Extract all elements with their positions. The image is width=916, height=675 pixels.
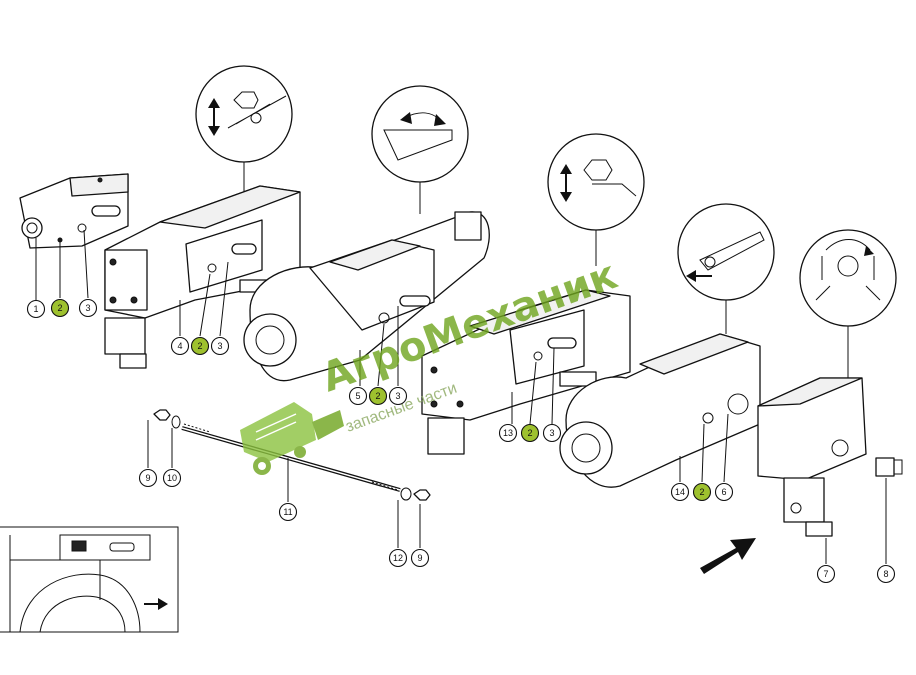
pressure-control-block: [757, 377, 867, 537]
callout-11: 11: [278, 502, 298, 522]
callout-circle: [388, 548, 408, 568]
callout-number: 3: [217, 341, 222, 351]
callout-circle: [876, 564, 896, 584]
nut-right: [400, 487, 431, 501]
callout-8: 8: [876, 564, 896, 584]
callout-10: 10: [162, 468, 182, 488]
magnifier-header: [799, 229, 897, 378]
callout-number: 7: [823, 569, 828, 579]
callout-number: 3: [395, 391, 400, 401]
fitting-8: [875, 457, 903, 477]
callout-circle: [388, 386, 408, 406]
callout-9: 9: [410, 548, 430, 568]
callout-number: 10: [167, 473, 177, 483]
callout-circle: [278, 502, 298, 522]
valve-section-3: [421, 289, 631, 455]
callout-number: 8: [883, 569, 888, 579]
direction-arrow-icon: [686, 270, 712, 282]
callout-6: 6: [714, 482, 734, 502]
nut-left: [153, 409, 181, 429]
callout-circle: [410, 548, 430, 568]
magnifier-tilt: [677, 203, 775, 334]
callout-circle: [498, 423, 518, 443]
callout-number: 6: [721, 487, 726, 497]
callout-circle: [542, 423, 562, 443]
callout-9: 9: [138, 468, 158, 488]
callout-number: 2: [375, 391, 380, 401]
callout-circle: [368, 386, 388, 406]
callout-circle: [692, 482, 712, 502]
callout-13: 13: [498, 423, 518, 443]
callout-2: 2: [520, 423, 540, 443]
swing-arrow-icon: [400, 112, 446, 126]
magnifier-lift: [195, 65, 293, 192]
callout-circle: [170, 336, 190, 356]
callout-2: 2: [50, 298, 70, 318]
callout-7: 7: [816, 564, 836, 584]
callout-number: 2: [57, 303, 62, 313]
forward-direction-arrow-icon: [700, 538, 756, 574]
leader-lines: [35, 229, 887, 564]
callout-2: 2: [368, 386, 388, 406]
callout-2: 2: [190, 336, 210, 356]
callout-number: 2: [527, 428, 532, 438]
callout-number: 12: [393, 553, 403, 563]
callout-circle: [520, 423, 540, 443]
callout-number: 4: [177, 341, 182, 351]
callout-number: 11: [283, 507, 292, 517]
callout-circle: [26, 299, 46, 319]
callout-14: 14: [670, 482, 690, 502]
magnifier-drawbar: [547, 133, 645, 266]
callout-circle: [816, 564, 836, 584]
callout-circle: [714, 482, 734, 502]
up-down-arrow-icon: [208, 98, 220, 136]
callout-12: 12: [388, 548, 408, 568]
callout-4: 4: [170, 336, 190, 356]
callout-circle: [78, 298, 98, 318]
callout-number: 9: [417, 553, 422, 563]
tie-bolt: [181, 423, 401, 492]
callout-number: 9: [145, 473, 150, 483]
callout-3: 3: [388, 386, 408, 406]
callout-circle: [162, 468, 182, 488]
callout-2: 2: [692, 482, 712, 502]
callout-5: 5: [348, 386, 368, 406]
callout-circle: [210, 336, 230, 356]
callout-number: 13: [503, 428, 513, 438]
callout-circle: [348, 386, 368, 406]
magnifier-swing: [371, 85, 469, 214]
callout-number: 2: [699, 487, 704, 497]
callout-circle: [138, 468, 158, 488]
combine-logo: [240, 402, 344, 475]
callout-3: 3: [78, 298, 98, 318]
callout-1: 1: [26, 299, 46, 319]
callout-circle: [190, 336, 210, 356]
valve-section-4: [559, 333, 761, 488]
callout-number: 2: [197, 341, 202, 351]
callout-number: 3: [85, 303, 90, 313]
valve-section-1: [104, 185, 301, 369]
callout-3: 3: [210, 336, 230, 356]
end-valve-block: [19, 173, 129, 249]
direction-arrow-icon: [144, 598, 168, 610]
tractor-location-inset: [0, 526, 179, 633]
callout-number: 3: [549, 428, 554, 438]
callout-number: 14: [675, 487, 685, 497]
callout-number: 5: [355, 391, 360, 401]
callout-3: 3: [542, 423, 562, 443]
up-down-arrow-icon: [560, 164, 572, 202]
rotation-arrows-icon: [815, 239, 881, 301]
callout-circle: [670, 482, 690, 502]
callout-circle: [50, 298, 70, 318]
callout-number: 1: [33, 304, 38, 314]
valve-section-2: [243, 211, 490, 382]
